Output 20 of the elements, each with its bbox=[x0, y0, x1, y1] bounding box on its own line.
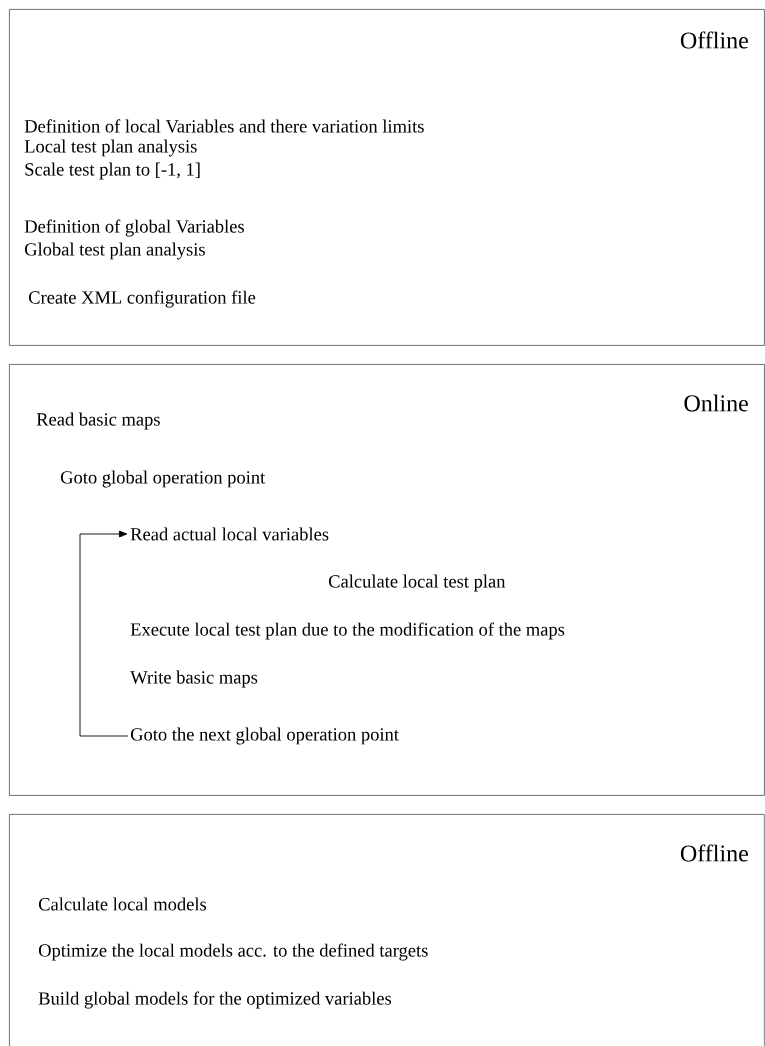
step-text: Write basic maps bbox=[130, 670, 258, 688]
panel-heading: Offline bbox=[680, 31, 748, 49]
step-text: Scale test plan to [-1, 1] bbox=[25, 162, 200, 180]
step-text: Calculate local test plan bbox=[328, 574, 506, 592]
step-text: Definition of local Variables and there variation limits bbox=[24, 119, 424, 133]
step-text: Calculate local models bbox=[38, 897, 207, 911]
loop-arrow bbox=[79, 530, 129, 737]
step-text: Build global models for the optimized variables bbox=[38, 991, 392, 1009]
step-text: Optimize the local models acc. to the defined targets bbox=[38, 943, 428, 961]
step-text: Create XML configuration file bbox=[28, 290, 256, 308]
step-text: Goto the next global operation point bbox=[130, 727, 399, 745]
step-text: Goto global operation point bbox=[60, 470, 266, 488]
step-text: Local test plan analysis bbox=[24, 139, 197, 157]
step-text: Execute local test plan due to the modification of the maps bbox=[130, 622, 565, 640]
step-text: Read actual local variables bbox=[130, 527, 329, 541]
panel-heading: Online bbox=[684, 394, 748, 412]
step-text: Global test plan analysis bbox=[24, 242, 205, 260]
step-text: Definition of global Variables bbox=[24, 219, 244, 237]
step-text: Read basic maps bbox=[36, 412, 160, 430]
panel-heading: Offline bbox=[680, 844, 748, 862]
